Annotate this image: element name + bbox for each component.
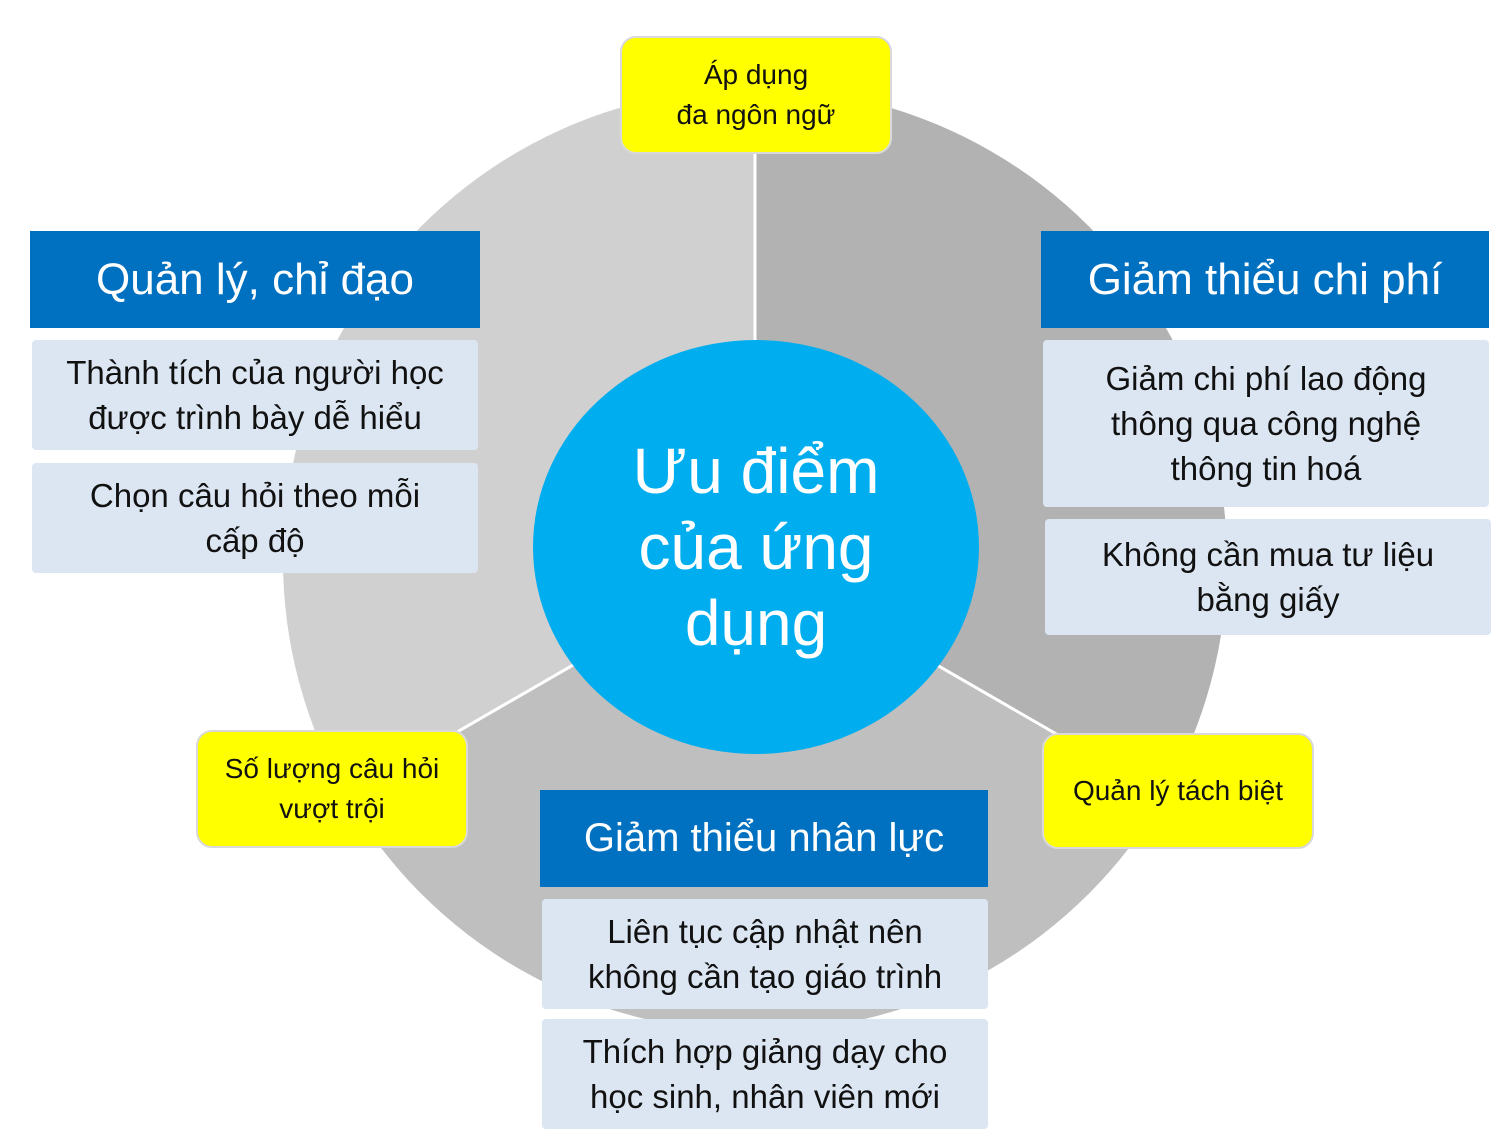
center-circle: Ưu điểm của ứng dụng	[533, 340, 979, 754]
header-bottom: Giảm thiểu nhân lực	[540, 790, 988, 887]
callout-bottom-left-text: Số lượng câu hỏi vượt trội	[224, 753, 440, 824]
card-left-1: Thành tích của người học được trình bày …	[32, 340, 478, 450]
header-left: Quản lý, chỉ đạo	[30, 231, 480, 328]
callout-top-text: Áp dụng đa ngôn ngữ	[676, 59, 836, 130]
card-right-1-text: Giảm chi phí lao động thông qua công ngh…	[1105, 360, 1427, 487]
header-right-text: Giảm thiểu chi phí	[1087, 254, 1443, 304]
card-right-2: Không cần mua tư liệu bằng giấy	[1045, 519, 1491, 635]
card-bottom-2-text: Thích hợp giảng dạy cho học sinh, nhân v…	[582, 1033, 948, 1115]
card-right-1: Giảm chi phí lao động thông qua công ngh…	[1043, 340, 1489, 507]
card-left-2-text: Chọn câu hỏi theo mỗi cấp độ	[89, 477, 421, 559]
header-bottom-text: Giảm thiểu nhân lực	[583, 816, 945, 860]
card-left-2: Chọn câu hỏi theo mỗi cấp độ	[32, 463, 478, 573]
header-right: Giảm thiểu chi phí	[1041, 231, 1489, 328]
callout-bottom-right: Quản lý tách biệt	[1042, 733, 1314, 849]
callout-bottom-left: Số lượng câu hỏi vượt trội	[196, 730, 468, 848]
card-left-1-text: Thành tích của người học được trình bày …	[66, 354, 444, 436]
card-bottom-1-text: Liên tục cập nhật nên không cần tạo giáo…	[587, 913, 943, 995]
callout-bottom-right-text: Quản lý tách biệt	[1072, 775, 1284, 806]
header-left-text: Quản lý, chỉ đạo	[96, 254, 414, 304]
center-title: Ưu điểm của ứng dụng	[632, 435, 880, 659]
callout-top: Áp dụng đa ngôn ngữ	[620, 36, 892, 154]
card-bottom-1: Liên tục cập nhật nên không cần tạo giáo…	[542, 899, 988, 1009]
card-bottom-2: Thích hợp giảng dạy cho học sinh, nhân v…	[542, 1019, 988, 1129]
card-right-2-text: Không cần mua tư liệu bằng giấy	[1101, 536, 1435, 618]
